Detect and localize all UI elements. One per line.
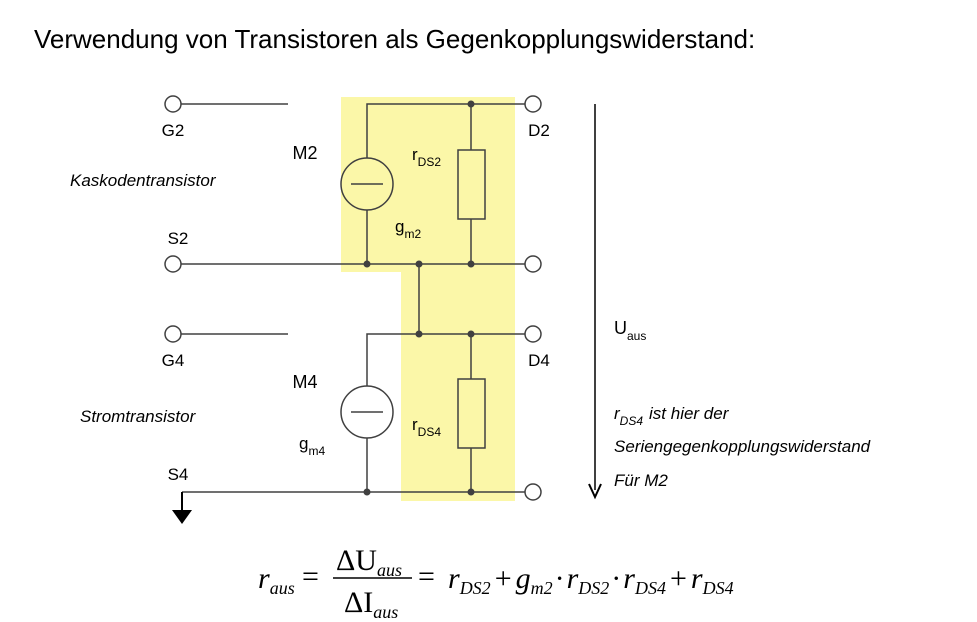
formula-equals-2: = (418, 560, 435, 593)
label-g2: G2 (162, 121, 185, 140)
terminal-g4[interactable] (164, 325, 182, 343)
label-current-transistor: Stromtransistor (80, 407, 197, 426)
label-uaus: Uaus (614, 318, 646, 343)
formula-rhs: rDS2+gm2·rDS2·rDS4+rDS4 (448, 562, 734, 598)
resistor-rds2 (457, 149, 486, 220)
terminal-s4-right[interactable] (524, 483, 542, 501)
label-d4: D4 (528, 351, 550, 370)
node-dot (363, 488, 371, 496)
label-m2: M2 (292, 143, 317, 163)
label-gm4: gm4 (299, 434, 325, 458)
terminal-s2[interactable] (164, 255, 182, 273)
formula-equals: = (302, 560, 319, 593)
label-s4: S4 (168, 465, 189, 484)
label-cascode: Kaskodentransistor (70, 171, 217, 190)
terminal-d2[interactable] (524, 95, 542, 113)
label-rds2: rDS2 (412, 145, 441, 169)
label-s2: S2 (168, 229, 189, 248)
node-dot (363, 260, 371, 268)
label-d2: D2 (528, 121, 550, 140)
node-dot (467, 488, 475, 496)
label-m4: M4 (292, 372, 317, 392)
formula-numerator: ΔUaus (336, 544, 402, 580)
resistor-rds4 (457, 378, 486, 449)
label-g4: G4 (162, 351, 185, 370)
formula-denominator: ΔIaus (344, 586, 398, 622)
note-line3: Für M2 (614, 471, 668, 490)
node-dot (415, 330, 423, 338)
ground-icon (172, 510, 192, 524)
note-line2: Seriengegenkopplungswiderstand (614, 437, 871, 456)
terminal-s2-right[interactable] (524, 255, 542, 273)
terminal-d4[interactable] (524, 325, 542, 343)
label-gm2: gm2 (395, 217, 421, 241)
formula: raus = ΔUaus ΔIaus = rDS2+gm2·rDS2·rDS4+… (258, 544, 734, 622)
label-rds4: rDS4 (412, 415, 441, 439)
node-dot (467, 260, 475, 268)
formula-lhs: raus (258, 562, 295, 598)
page-title: Verwendung von Transistoren als Gegenkop… (34, 24, 756, 54)
terminal-g2[interactable] (164, 95, 182, 113)
arrow-head-icon (588, 483, 602, 500)
